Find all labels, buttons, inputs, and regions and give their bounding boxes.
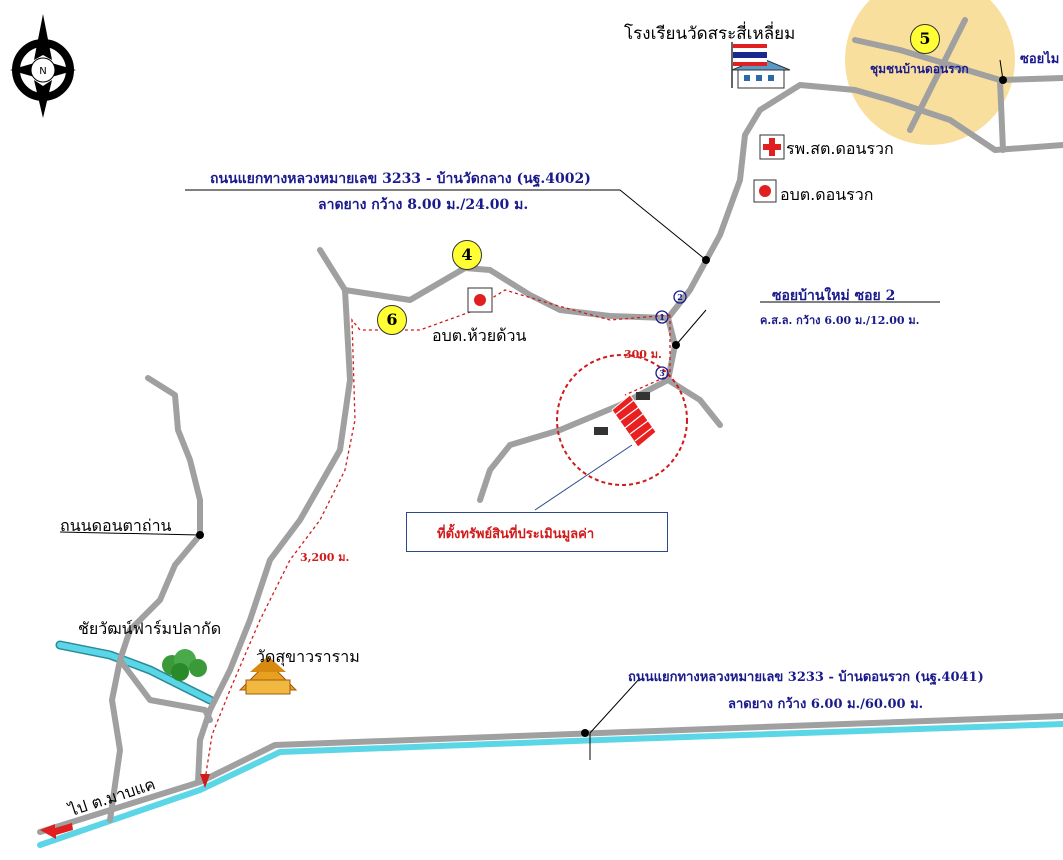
compass-icon: N bbox=[10, 14, 76, 118]
label-soi-right: ซอยไม bbox=[1020, 52, 1060, 67]
road-network bbox=[37, 17, 1063, 835]
route-arrow bbox=[200, 774, 210, 788]
label-road-bottom-1: ถนนแยกทางหลวงหมายเลข 3233 - บ้านดอนรวก (… bbox=[628, 670, 984, 685]
label-soi-2: ค.ส.ล. กว้าง 6.00 ม./12.00 ม. bbox=[760, 314, 920, 327]
community-roads bbox=[852, 37, 1063, 83]
label-temple: วัดสุขาวราราม bbox=[256, 647, 360, 666]
property-radius bbox=[556, 354, 688, 486]
house-icon bbox=[594, 392, 650, 435]
property-label-box: ที่ตั้งทรัพย์สินที่ประเมินมูลค่า bbox=[406, 512, 668, 552]
community-area bbox=[845, 0, 1015, 145]
road-bottom bbox=[37, 713, 1063, 835]
marker-4: 4 bbox=[452, 240, 482, 270]
marker-s2: 2 bbox=[677, 292, 683, 302]
label-dist-300: 300 ม. bbox=[624, 348, 662, 361]
label-soi-1: ซอยบ้านใหม่ ซอย 2 bbox=[772, 288, 896, 304]
label-sao-donruak: อบต.ดอนรวก bbox=[780, 185, 874, 204]
label-community: ชุมชนบ้านดอนรวก bbox=[870, 62, 969, 76]
label-property: ที่ตั้งทรัพย์สินที่ประเมินมูลค่า bbox=[437, 527, 595, 542]
school-icon bbox=[731, 42, 791, 89]
label-school: โรงเรียนวัดสระสี่เหลี่ยม bbox=[624, 24, 796, 44]
label-road-top-2: ลาดยาง กว้าง 8.00 ม./24.00 ม. bbox=[318, 197, 529, 213]
label-road-dontaan: ถนนดอนตาถ่าน bbox=[60, 516, 172, 535]
road-west bbox=[195, 287, 353, 785]
intersection-markers bbox=[655, 290, 687, 380]
tree-icon bbox=[162, 649, 207, 681]
compass-letter: N bbox=[39, 66, 46, 77]
temple-icon bbox=[238, 656, 298, 695]
route-path bbox=[204, 289, 671, 781]
label-road-bottom-2: ลาดยาง กว้าง 6.00 ม./60.00 ม. bbox=[728, 697, 924, 712]
label-road-top-1: ถนนแยกทางหลวงหมายเลข 3233 - บ้านวัดกลาง … bbox=[210, 171, 591, 187]
label-hospital: รพ.สต.ดอนรวก bbox=[786, 139, 894, 158]
label-sao-huaykwan: อบต.ห้วยด้วน bbox=[432, 326, 527, 345]
road-huaykwan bbox=[317, 247, 671, 321]
label-dist-3200: 3,200 ม. bbox=[300, 551, 350, 564]
road-dontaan bbox=[107, 375, 203, 823]
soi-2 bbox=[477, 315, 678, 503]
label-fish-farm: ชัยวัฒน์ฟาร์มปลากัด bbox=[78, 619, 222, 638]
road-north bbox=[665, 82, 1063, 321]
river bbox=[37, 640, 1063, 848]
marker-5: 5 bbox=[910, 24, 940, 54]
marker-6: 6 bbox=[377, 305, 407, 335]
marker-s3: 3 bbox=[659, 368, 665, 378]
marker-s1: 1 bbox=[659, 312, 665, 322]
direction-arrow bbox=[40, 823, 73, 839]
